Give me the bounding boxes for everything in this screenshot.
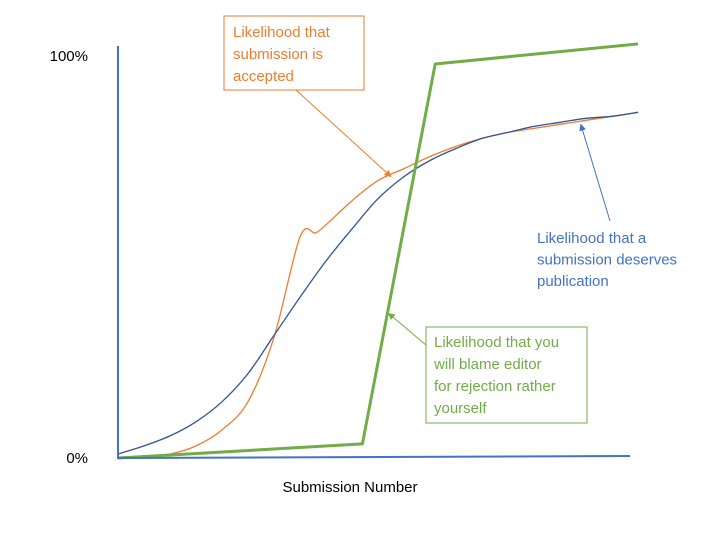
annotation-arrow: [387, 312, 427, 346]
annotation-text-line: accepted: [233, 68, 294, 85]
series-line-blame: [117, 42, 639, 460]
annotation-deserves: Likelihood that a submission deserves publ…: [537, 123, 677, 290]
annotation-text-line: submission deserves: [537, 252, 677, 269]
annotation-text-line: for rejection rather: [434, 378, 556, 395]
annotation-text-line: publication: [537, 273, 609, 290]
plot-lines: [117, 42, 639, 460]
annotation-accepted: Likelihood that submission is accepted: [223, 15, 392, 178]
annotation-text-line: yourself: [434, 400, 487, 417]
series-line-deserves: [117, 111, 639, 455]
annotation-text-line: Likelihood that you: [434, 334, 559, 351]
annotation-arrow: [295, 89, 392, 178]
annotation-text-line: submission is: [233, 46, 323, 63]
x-axis-title: Submission Number: [282, 479, 417, 496]
y-tick-label: 100%: [50, 48, 88, 65]
axes: [117, 46, 631, 459]
annotation-text-line: Likelihood that a: [537, 230, 647, 247]
x-axis: [117, 455, 631, 459]
annotation-blame: Likelihood that you will blame editor for …: [387, 312, 588, 424]
annotation-text-line: Likelihood that: [233, 24, 331, 41]
annotation-arrow: [579, 123, 611, 222]
annotation-text-line: will blame editor: [433, 356, 542, 373]
annotation-box: [223, 15, 365, 91]
annotation-box: [425, 326, 588, 424]
tick-labels: 0% 100%: [50, 48, 88, 467]
series-line-accepted: [117, 111, 639, 459]
y-tick-label: 0%: [66, 450, 88, 467]
